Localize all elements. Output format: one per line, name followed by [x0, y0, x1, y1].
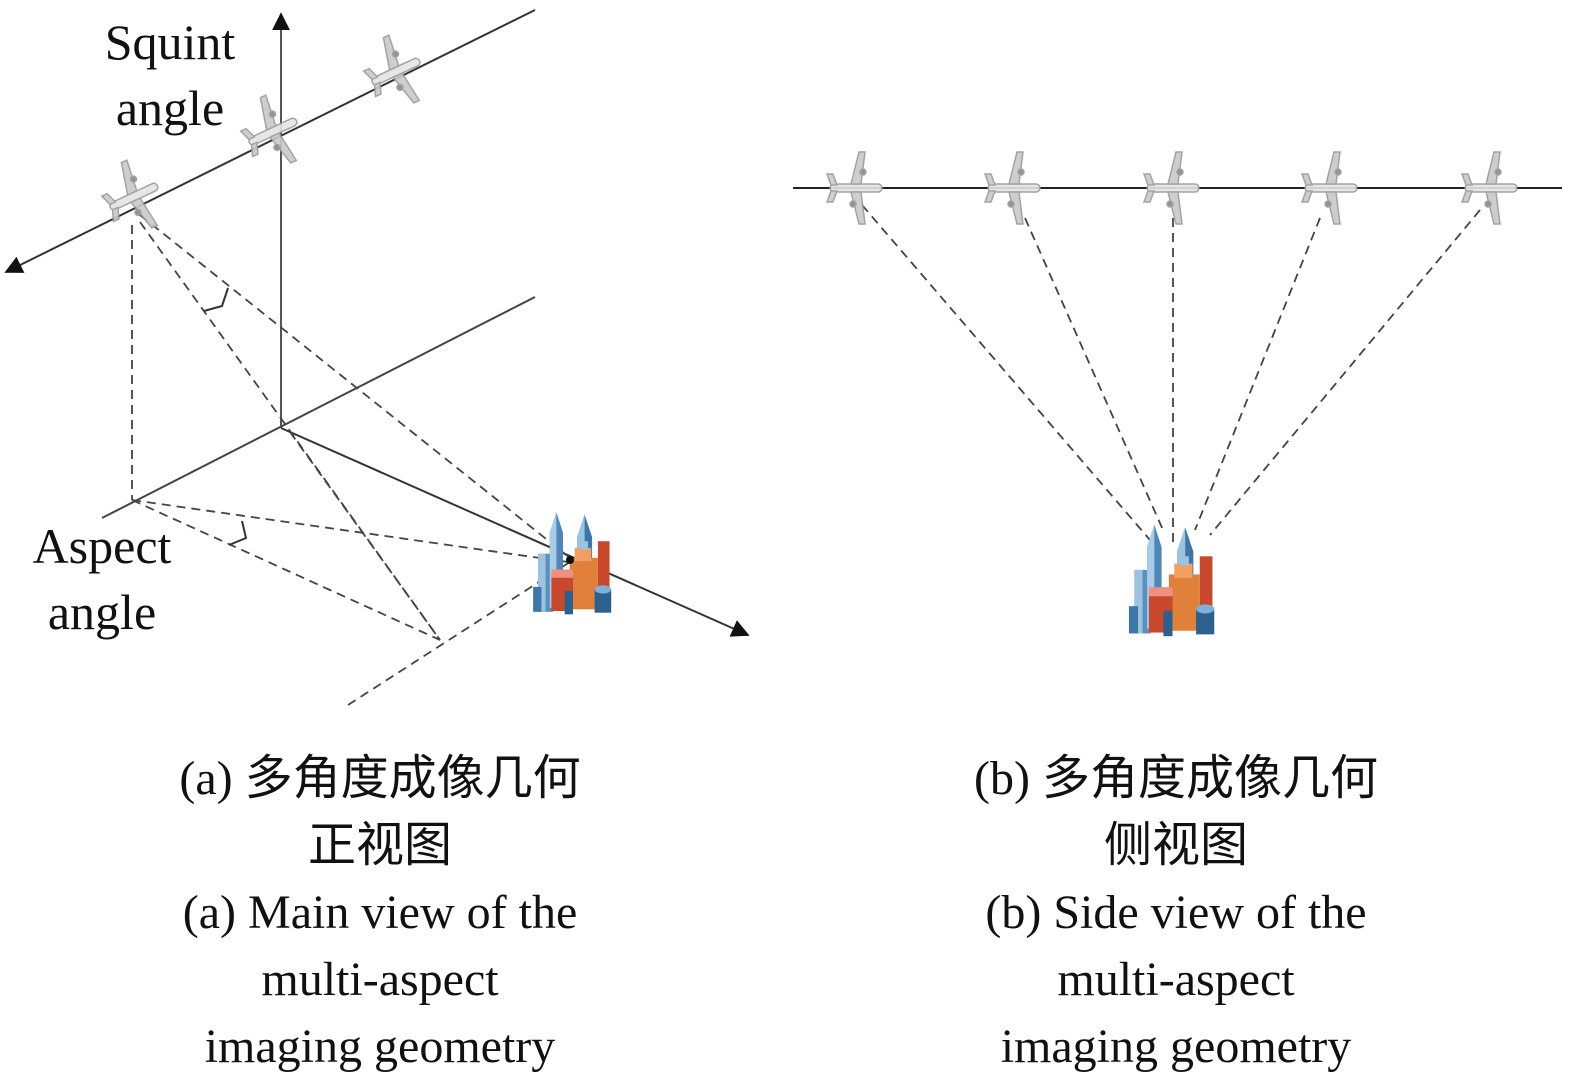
panel-b-side-view [793, 151, 1562, 637]
squint-angle-label-line2: angle [115, 80, 225, 136]
aircraft-icon [353, 27, 436, 118]
dashed-look-line [1209, 209, 1481, 536]
caption-a-en-line3: imaging geometry [204, 1020, 556, 1073]
caption-a: (a) 多角度成像几何 正视图 (a) Main view of the mul… [80, 745, 680, 1080]
aspect-angle-label: Aspect angle [2, 518, 202, 640]
caption-b: (b) 多角度成像几何 侧视图 (b) Side view of the mul… [876, 745, 1476, 1080]
dashed-ground-to-foot [131, 499, 441, 641]
aspect-angle-arc [228, 520, 248, 546]
ground-line [101, 296, 536, 519]
dashed-origin-to-foot [289, 431, 441, 641]
dashed-foot-extension [347, 561, 571, 706]
aspect-angle-label-line2: angle [47, 584, 157, 640]
dashed-look-line [861, 204, 1151, 541]
aircraft-icon [826, 151, 883, 225]
panel-a-main-view [4, 9, 750, 706]
caption-a-cn-line2: 正视图 [307, 819, 452, 872]
dashed-slant-to-target [139, 214, 571, 559]
flight-path-line [4, 9, 536, 273]
squint-angle-label: Squint angle [70, 14, 270, 136]
caption-a-cn-line1: (a) 多角度成像几何 [179, 752, 581, 805]
dashed-look-line [1024, 217, 1164, 531]
dashed-ground-to-target [131, 499, 569, 563]
caption-a-en-line1: (a) Main view of the [182, 886, 578, 939]
caption-a-en-line2: multi-aspect [261, 953, 499, 1006]
target-center [566, 556, 574, 564]
squint-angle-arc [203, 287, 229, 312]
squint-angle-label-line1: Squint [104, 14, 236, 70]
caption-b-cn-line2: 侧视图 [1103, 819, 1248, 872]
caption-b-en-line3: imaging geometry [1000, 1020, 1352, 1073]
aircraft-icon [1143, 151, 1200, 225]
dashed-look-line [1194, 217, 1321, 531]
aspect-angle-label-line1: Aspect [32, 518, 172, 574]
range-axis [280, 427, 750, 637]
caption-b-en-line2: multi-aspect [1057, 953, 1295, 1006]
caption-b-en-line1: (b) Side view of the [985, 886, 1367, 939]
aircraft-icon [984, 151, 1041, 225]
target-city-icon [1128, 524, 1215, 637]
caption-b-cn-line1: (b) 多角度成像几何 [974, 752, 1378, 805]
aircraft-icon [1461, 151, 1518, 225]
aircraft-icon [1301, 151, 1358, 225]
